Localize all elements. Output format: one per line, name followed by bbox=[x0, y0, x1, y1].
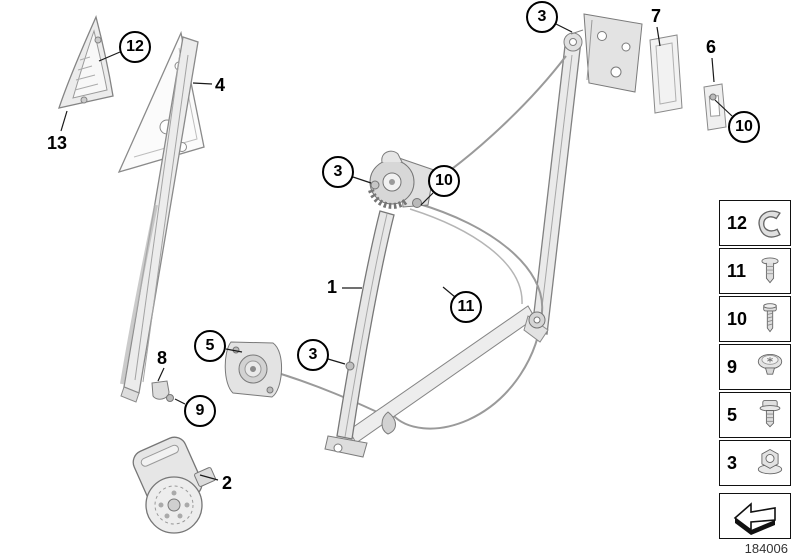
bolt-icon bbox=[759, 400, 781, 428]
regulator-top-bracket bbox=[368, 150, 435, 209]
legend-item-12[interactable]: 12 bbox=[719, 200, 791, 246]
leader-lines bbox=[60, 23, 733, 481]
callout-6[interactable]: 6 bbox=[706, 37, 716, 57]
callout-label: 3 bbox=[537, 8, 547, 25]
callout-label: 3 bbox=[333, 163, 343, 180]
cable-pulley bbox=[523, 311, 549, 343]
window-guide-rail bbox=[120, 36, 199, 403]
window-regulator-frame bbox=[324, 210, 536, 458]
callout-label: 2 bbox=[222, 473, 233, 493]
direction-arrow-box bbox=[719, 493, 791, 539]
callout-4[interactable]: 4 bbox=[215, 75, 225, 95]
callout-11[interactable]: 11 bbox=[450, 291, 482, 323]
spring-clip-icon bbox=[758, 210, 781, 238]
callout-label: 10 bbox=[435, 172, 453, 189]
legend-number: 3 bbox=[727, 452, 738, 473]
drive-motor bbox=[132, 436, 216, 534]
callout-3-regulator[interactable]: 3 bbox=[322, 156, 354, 188]
legend-number: 11 bbox=[727, 260, 747, 281]
callout-13[interactable]: 13 bbox=[47, 133, 67, 153]
screw-icon bbox=[763, 303, 777, 333]
callout-10-right[interactable]: 10 bbox=[728, 111, 760, 143]
legend-item-9[interactable]: 9 bbox=[719, 344, 791, 390]
callout-1[interactable]: 1 bbox=[327, 277, 337, 297]
callout-3-top[interactable]: 3 bbox=[526, 1, 558, 33]
legend-number: 9 bbox=[727, 356, 738, 377]
mirror-triangle-trim bbox=[58, 15, 114, 109]
rivet-icon bbox=[761, 257, 779, 284]
legend-item-10[interactable]: 10 bbox=[719, 296, 791, 342]
callout-label: 6 bbox=[706, 37, 717, 57]
rear-rail bbox=[531, 13, 643, 335]
legend-number: 10 bbox=[727, 308, 748, 329]
callout-label: 1 bbox=[327, 277, 338, 297]
legend-number: 12 bbox=[727, 212, 748, 233]
callout-label: 7 bbox=[651, 6, 662, 26]
callout-label: 9 bbox=[195, 402, 205, 419]
oval-head-screw-icon bbox=[757, 353, 783, 375]
legend-number: 5 bbox=[727, 404, 738, 425]
callout-2[interactable]: 2 bbox=[222, 473, 232, 493]
callout-5[interactable]: 5 bbox=[194, 330, 226, 362]
fastener-legend: 12 11 10 9 bbox=[719, 200, 791, 539]
direction-arrow-icon bbox=[733, 502, 776, 535]
callout-label: 3 bbox=[308, 346, 318, 363]
callout-label: 8 bbox=[157, 348, 168, 368]
diagram-number: 184006 bbox=[744, 541, 788, 556]
callout-label: 11 bbox=[457, 298, 475, 315]
callout-label: 4 bbox=[215, 75, 226, 95]
callout-9[interactable]: 9 bbox=[184, 395, 216, 427]
small-clip bbox=[151, 380, 174, 402]
callout-label: 5 bbox=[205, 337, 215, 354]
callout-12[interactable]: 12 bbox=[119, 31, 151, 63]
callout-10-regulator[interactable]: 10 bbox=[428, 165, 460, 197]
legend-item-11[interactable]: 11 bbox=[719, 248, 791, 294]
clip-part bbox=[703, 83, 727, 131]
legend-item-3[interactable]: 3 bbox=[719, 440, 791, 486]
callout-3-rail[interactable]: 3 bbox=[297, 339, 329, 371]
regulator-cables bbox=[267, 55, 567, 430]
callout-label: 10 bbox=[735, 118, 753, 135]
callout-label: 12 bbox=[126, 38, 144, 55]
callout-8[interactable]: 8 bbox=[157, 348, 167, 368]
callout-7[interactable]: 7 bbox=[651, 6, 661, 26]
legend-item-5[interactable]: 5 bbox=[719, 392, 791, 438]
cover-panel bbox=[649, 34, 683, 114]
flange-nut-icon bbox=[757, 448, 783, 475]
cable-drum-bracket bbox=[224, 341, 283, 398]
callout-label: 13 bbox=[47, 133, 68, 153]
